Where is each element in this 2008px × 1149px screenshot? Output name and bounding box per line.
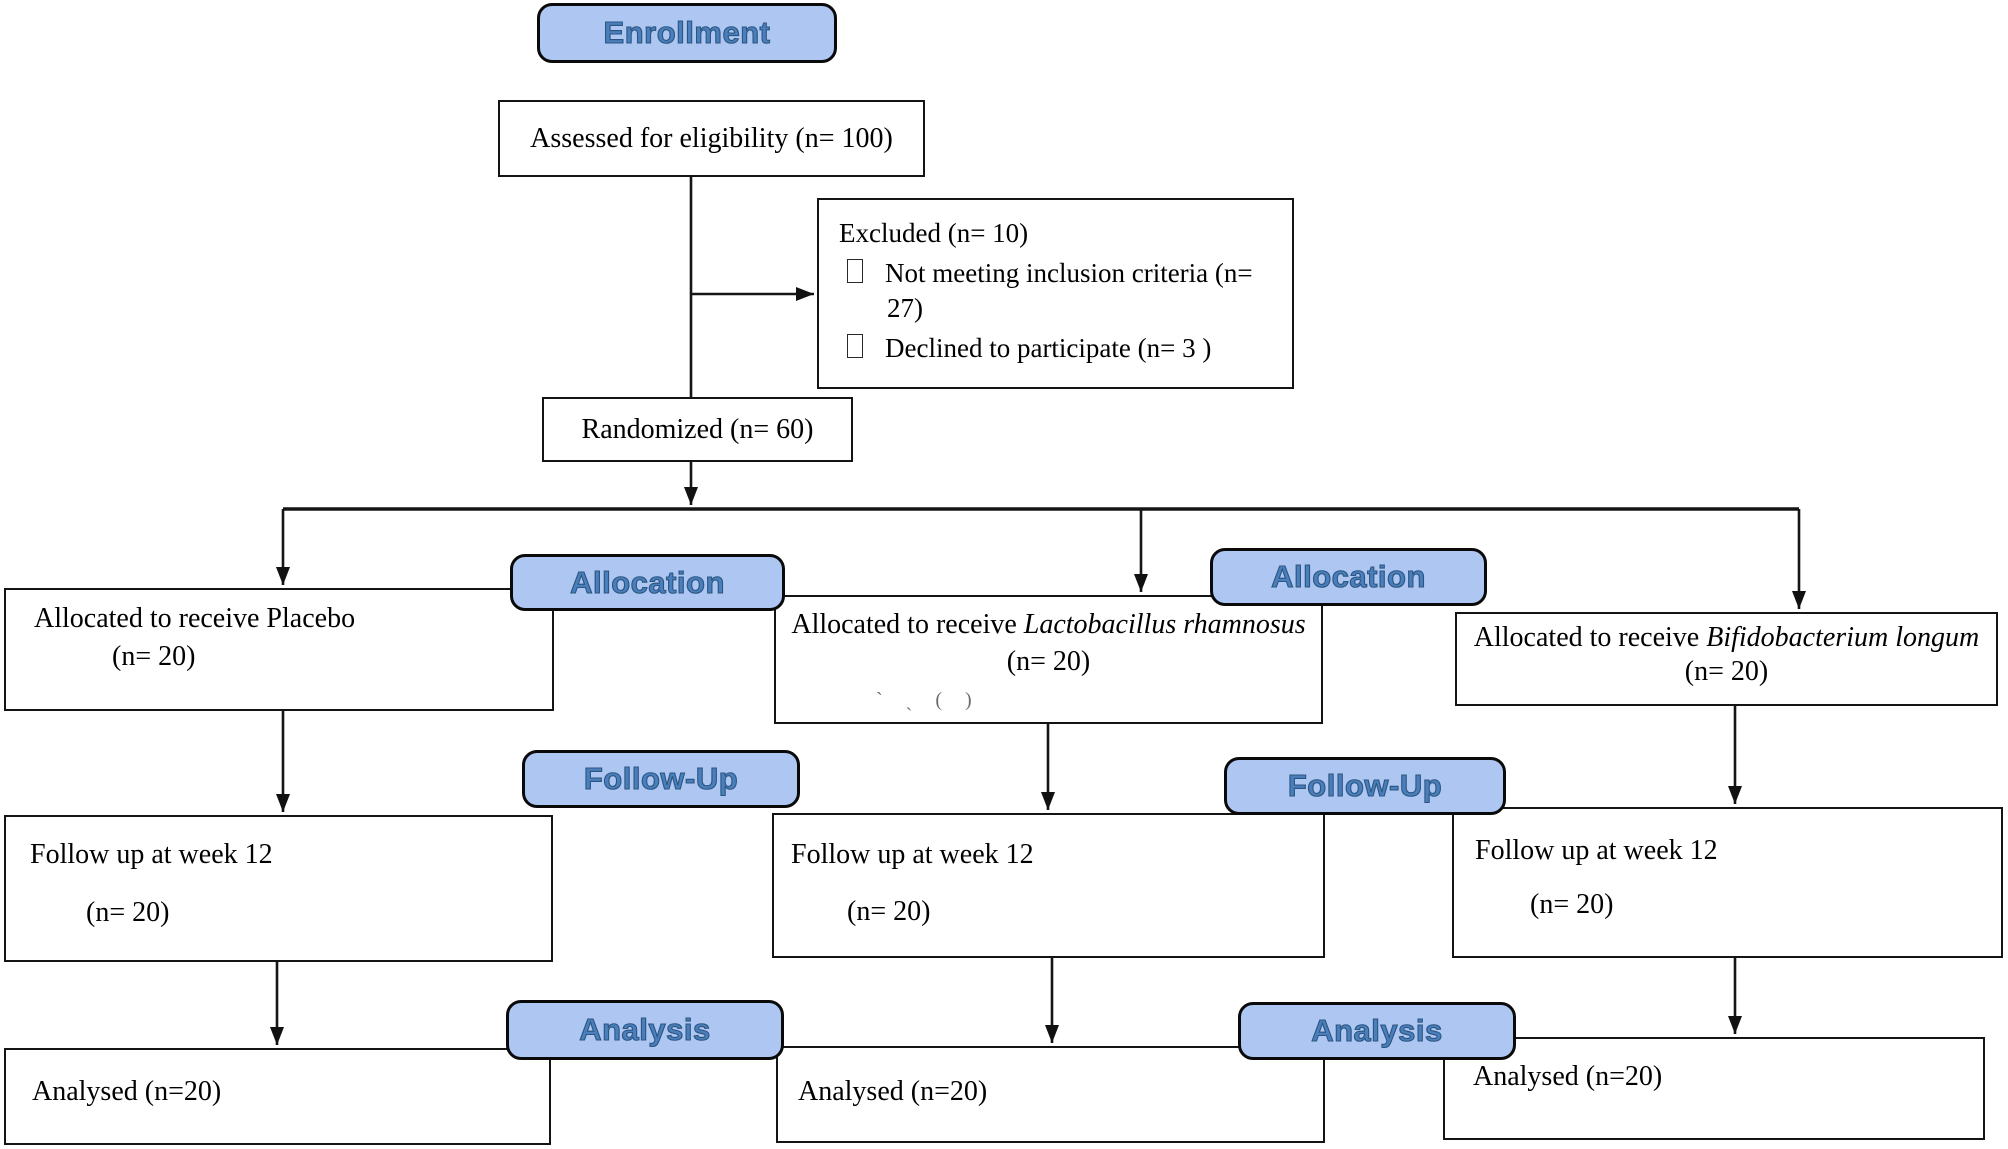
analysed-bifido-text: Analysed (n=20) bbox=[1473, 1061, 1663, 1092]
excluded-item-2: Declined to participate (n= 3 ) bbox=[839, 331, 1278, 367]
analysed-placebo-box: Analysed (n=20) bbox=[4, 1048, 551, 1145]
followup-lacto-n: (n= 20) bbox=[847, 896, 931, 927]
allocated-placebo-n: (n= 20) bbox=[112, 641, 196, 672]
lactobacillus-species-name: Lactobacillus rhamnosus bbox=[1023, 609, 1306, 640]
excluded-item-2-text: Declined to participate (n= 3 ) bbox=[885, 332, 1212, 363]
followup-placebo-box: Follow up at week 12 (n= 20) bbox=[4, 815, 553, 962]
square-bullet-icon bbox=[847, 258, 863, 283]
allocated-lacto-n: (n= 20) bbox=[1006, 646, 1091, 677]
excluded-box: Excluded (n= 10) Not meeting inclusion c… bbox=[817, 198, 1294, 389]
enrollment-badge: Enrollment bbox=[537, 3, 837, 63]
allocated-placebo-text: Allocated to receive Placebo bbox=[34, 603, 356, 634]
excluded-item-1-line2: 27) bbox=[887, 293, 923, 324]
allocated-lactobacillus-box: Allocated to receive Lactobacillus rhamn… bbox=[774, 595, 1323, 724]
analysed-bifidobacterium-box: Analysed (n=20) bbox=[1443, 1037, 1985, 1140]
analysis-badge-right: Analysis bbox=[1238, 1002, 1516, 1060]
analysed-placebo-text: Analysed (n=20) bbox=[32, 1076, 222, 1107]
followup-bifidobacterium-box: Follow up at week 12 (n= 20) bbox=[1452, 807, 2003, 958]
randomized-text: Randomized (n= 60) bbox=[581, 413, 814, 445]
excluded-item-1: Not meeting inclusion criteria (n= 27) bbox=[839, 256, 1278, 327]
randomized-box: Randomized (n= 60) bbox=[542, 397, 853, 462]
allocation-badge-left: Allocation bbox=[510, 554, 785, 611]
stray-marks-artifact: ˋ ˏ ( ) bbox=[876, 689, 981, 711]
followup-badge-right: Follow-Up bbox=[1224, 757, 1506, 815]
analysis-badge-left: Analysis bbox=[506, 1000, 784, 1060]
allocated-bifido-prefix: Allocated to receive bbox=[1473, 622, 1707, 653]
analysed-lactobacillus-box: Analysed (n=20) bbox=[776, 1046, 1325, 1143]
allocation-badge-right: Allocation bbox=[1210, 548, 1487, 606]
allocated-bifidobacterium-box: Allocated to receive Bifidobacterium lon… bbox=[1455, 612, 1998, 706]
followup-badge-left: Follow-Up bbox=[522, 750, 800, 808]
excluded-item-1-line1: Not meeting inclusion criteria (n= bbox=[885, 257, 1253, 288]
square-bullet-icon bbox=[847, 333, 863, 358]
allocated-lacto-prefix: Allocated to receive bbox=[791, 609, 1024, 640]
followup-lactobacillus-box: Follow up at week 12 (n= 20) bbox=[772, 813, 1325, 958]
allocated-placebo-box: Allocated to receive Placebo (n= 20) bbox=[4, 588, 554, 711]
excluded-title: Excluded (n= 10) bbox=[839, 218, 1029, 248]
followup-bifido-text: Follow up at week 12 bbox=[1475, 835, 1718, 866]
followup-lacto-text: Follow up at week 12 bbox=[791, 839, 1034, 870]
assessed-eligibility-box: Assessed for eligibility (n= 100) bbox=[498, 100, 925, 177]
followup-bifido-n: (n= 20) bbox=[1530, 889, 1614, 920]
bifidobacterium-species-name: Bifidobacterium longum bbox=[1706, 622, 1980, 653]
allocated-bifido-n: (n= 20) bbox=[1684, 656, 1769, 687]
assessed-eligibility-text: Assessed for eligibility (n= 100) bbox=[530, 122, 893, 154]
analysed-lacto-text: Analysed (n=20) bbox=[798, 1076, 988, 1107]
followup-placebo-n: (n= 20) bbox=[86, 897, 170, 928]
followup-placebo-text: Follow up at week 12 bbox=[30, 839, 273, 870]
